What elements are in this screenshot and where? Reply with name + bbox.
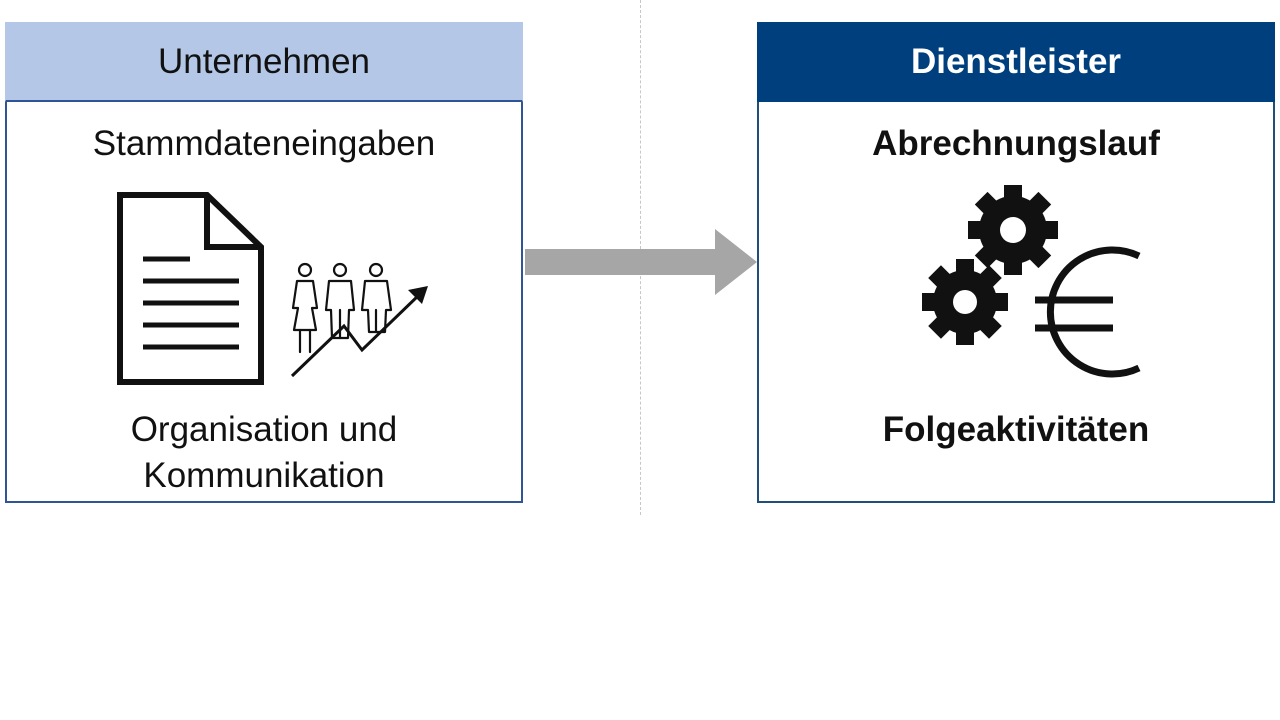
people-growth-icon <box>290 262 428 378</box>
gears-icon <box>922 185 1058 345</box>
flow-arrow <box>525 229 757 295</box>
company-panel-body: Stammdateneingaben <box>5 102 523 503</box>
service-provider-panel-body: Abrechnungslauf <box>757 102 1275 503</box>
service-provider-panel-title: Dienstleister <box>910 42 1122 81</box>
company-panel-header: Unternehmen <box>5 22 523 102</box>
organisation-label-line1: Organisation und <box>130 410 398 449</box>
service-provider-panel: Dienstleister Abrechnungslauf <box>757 22 1275 503</box>
company-panel: Unternehmen Stammdateneingaben <box>5 22 523 503</box>
service-provider-panel-header: Dienstleister <box>757 22 1275 102</box>
company-panel-title: Unternehmen <box>157 41 371 81</box>
master-data-label: Stammdateneingaben <box>92 124 436 163</box>
follow-up-activities-label: Folgeaktivitäten <box>882 410 1150 449</box>
euro-icon <box>1035 246 1141 378</box>
document-icon <box>117 192 264 385</box>
payroll-run-label: Abrechnungslauf <box>872 124 1160 163</box>
organisation-label-line2: Kommunikation <box>143 456 385 495</box>
